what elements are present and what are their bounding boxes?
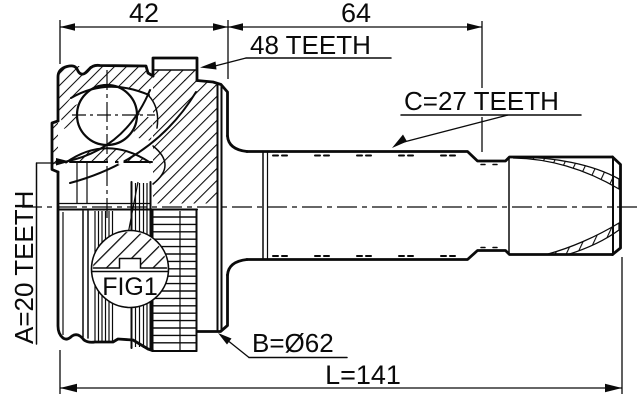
shaft-bottom-edge [245, 249, 614, 261]
label-48-teeth: 48 TEETH [200, 30, 392, 70]
hatch-outer-race-top [58, 66, 153, 114]
cage-window-arc [152, 145, 166, 185]
label-b-diameter: B=Ø62 [218, 328, 348, 359]
fig1-detail: FIG1 [90, 181, 170, 309]
label-48-leader [212, 57, 247, 68]
fillet-bottom [226, 258, 249, 277]
arrow-L-right [605, 383, 622, 393]
label-c-27-teeth: C=27 TEETH [392, 86, 582, 148]
dim-64-text: 64 [341, 0, 371, 28]
body-top-profile [56, 63, 155, 123]
bore-gap-2 [118, 158, 124, 165]
stem-left-edge [56, 170, 154, 352]
stub-right-end [611, 155, 622, 256]
bore-gap-1 [108, 158, 115, 165]
arrow-42-left [60, 23, 75, 31]
label-b-arrow [218, 333, 232, 345]
label-b-leader [228, 340, 250, 359]
cage-arc-2 [69, 91, 197, 184]
helical-spline-band-bottom [547, 221, 620, 256]
label-c-arrow [392, 134, 407, 148]
arrow-L-left [60, 383, 77, 393]
label-48-teeth-text: 48 TEETH [250, 30, 371, 60]
cage-arc-1 [63, 89, 151, 163]
arrow-64-left [228, 23, 243, 31]
fig1-hatch [93, 232, 167, 268]
label-48-arrow [200, 61, 217, 70]
left-flange [50, 119, 60, 174]
label-c-leader [399, 114, 509, 144]
dimension-64: 64 [228, 0, 483, 152]
stub-spline [508, 155, 622, 256]
label-a-teeth-text: A=20 TEETH [9, 191, 39, 344]
track-boundary [148, 95, 159, 129]
hatch-tooth-band [153, 70, 197, 81]
dim-42-text: 42 [129, 0, 159, 28]
dimension-42: 42 [59, 0, 229, 79]
body-top-right [195, 79, 229, 138]
inner-race-arc [65, 147, 151, 164]
track-arc-top [70, 85, 150, 99]
label-a-20-teeth: A=20 TEETH [9, 158, 70, 345]
hatch-left-rim [52, 123, 58, 170]
abs-tone-ring [151, 209, 198, 352]
fig1-label: FIG1 [102, 273, 158, 301]
shaft [245, 150, 614, 261]
ring-teeth-lines [153, 216, 196, 344]
label-c-teeth-text: C=27 TEETH [404, 86, 559, 116]
hatch-cage-right [133, 111, 153, 141]
fig1-tooth-profile [92, 257, 168, 269]
label-a-arrow [56, 158, 70, 166]
dim-L-text: L=141 [325, 360, 401, 390]
arrow-42-right [213, 23, 228, 31]
helical-spline-band-top [512, 156, 620, 191]
hatch-back-wall [153, 78, 217, 204]
fig1-leader-line [127, 181, 139, 232]
fillet-top [226, 134, 249, 153]
outer-race [50, 56, 249, 333]
dimension-overall-length: L=141 [59, 257, 623, 394]
body-bottom-right [195, 273, 229, 333]
arrow-64-right [467, 23, 482, 31]
label-b-text: B=Ø62 [252, 328, 334, 358]
